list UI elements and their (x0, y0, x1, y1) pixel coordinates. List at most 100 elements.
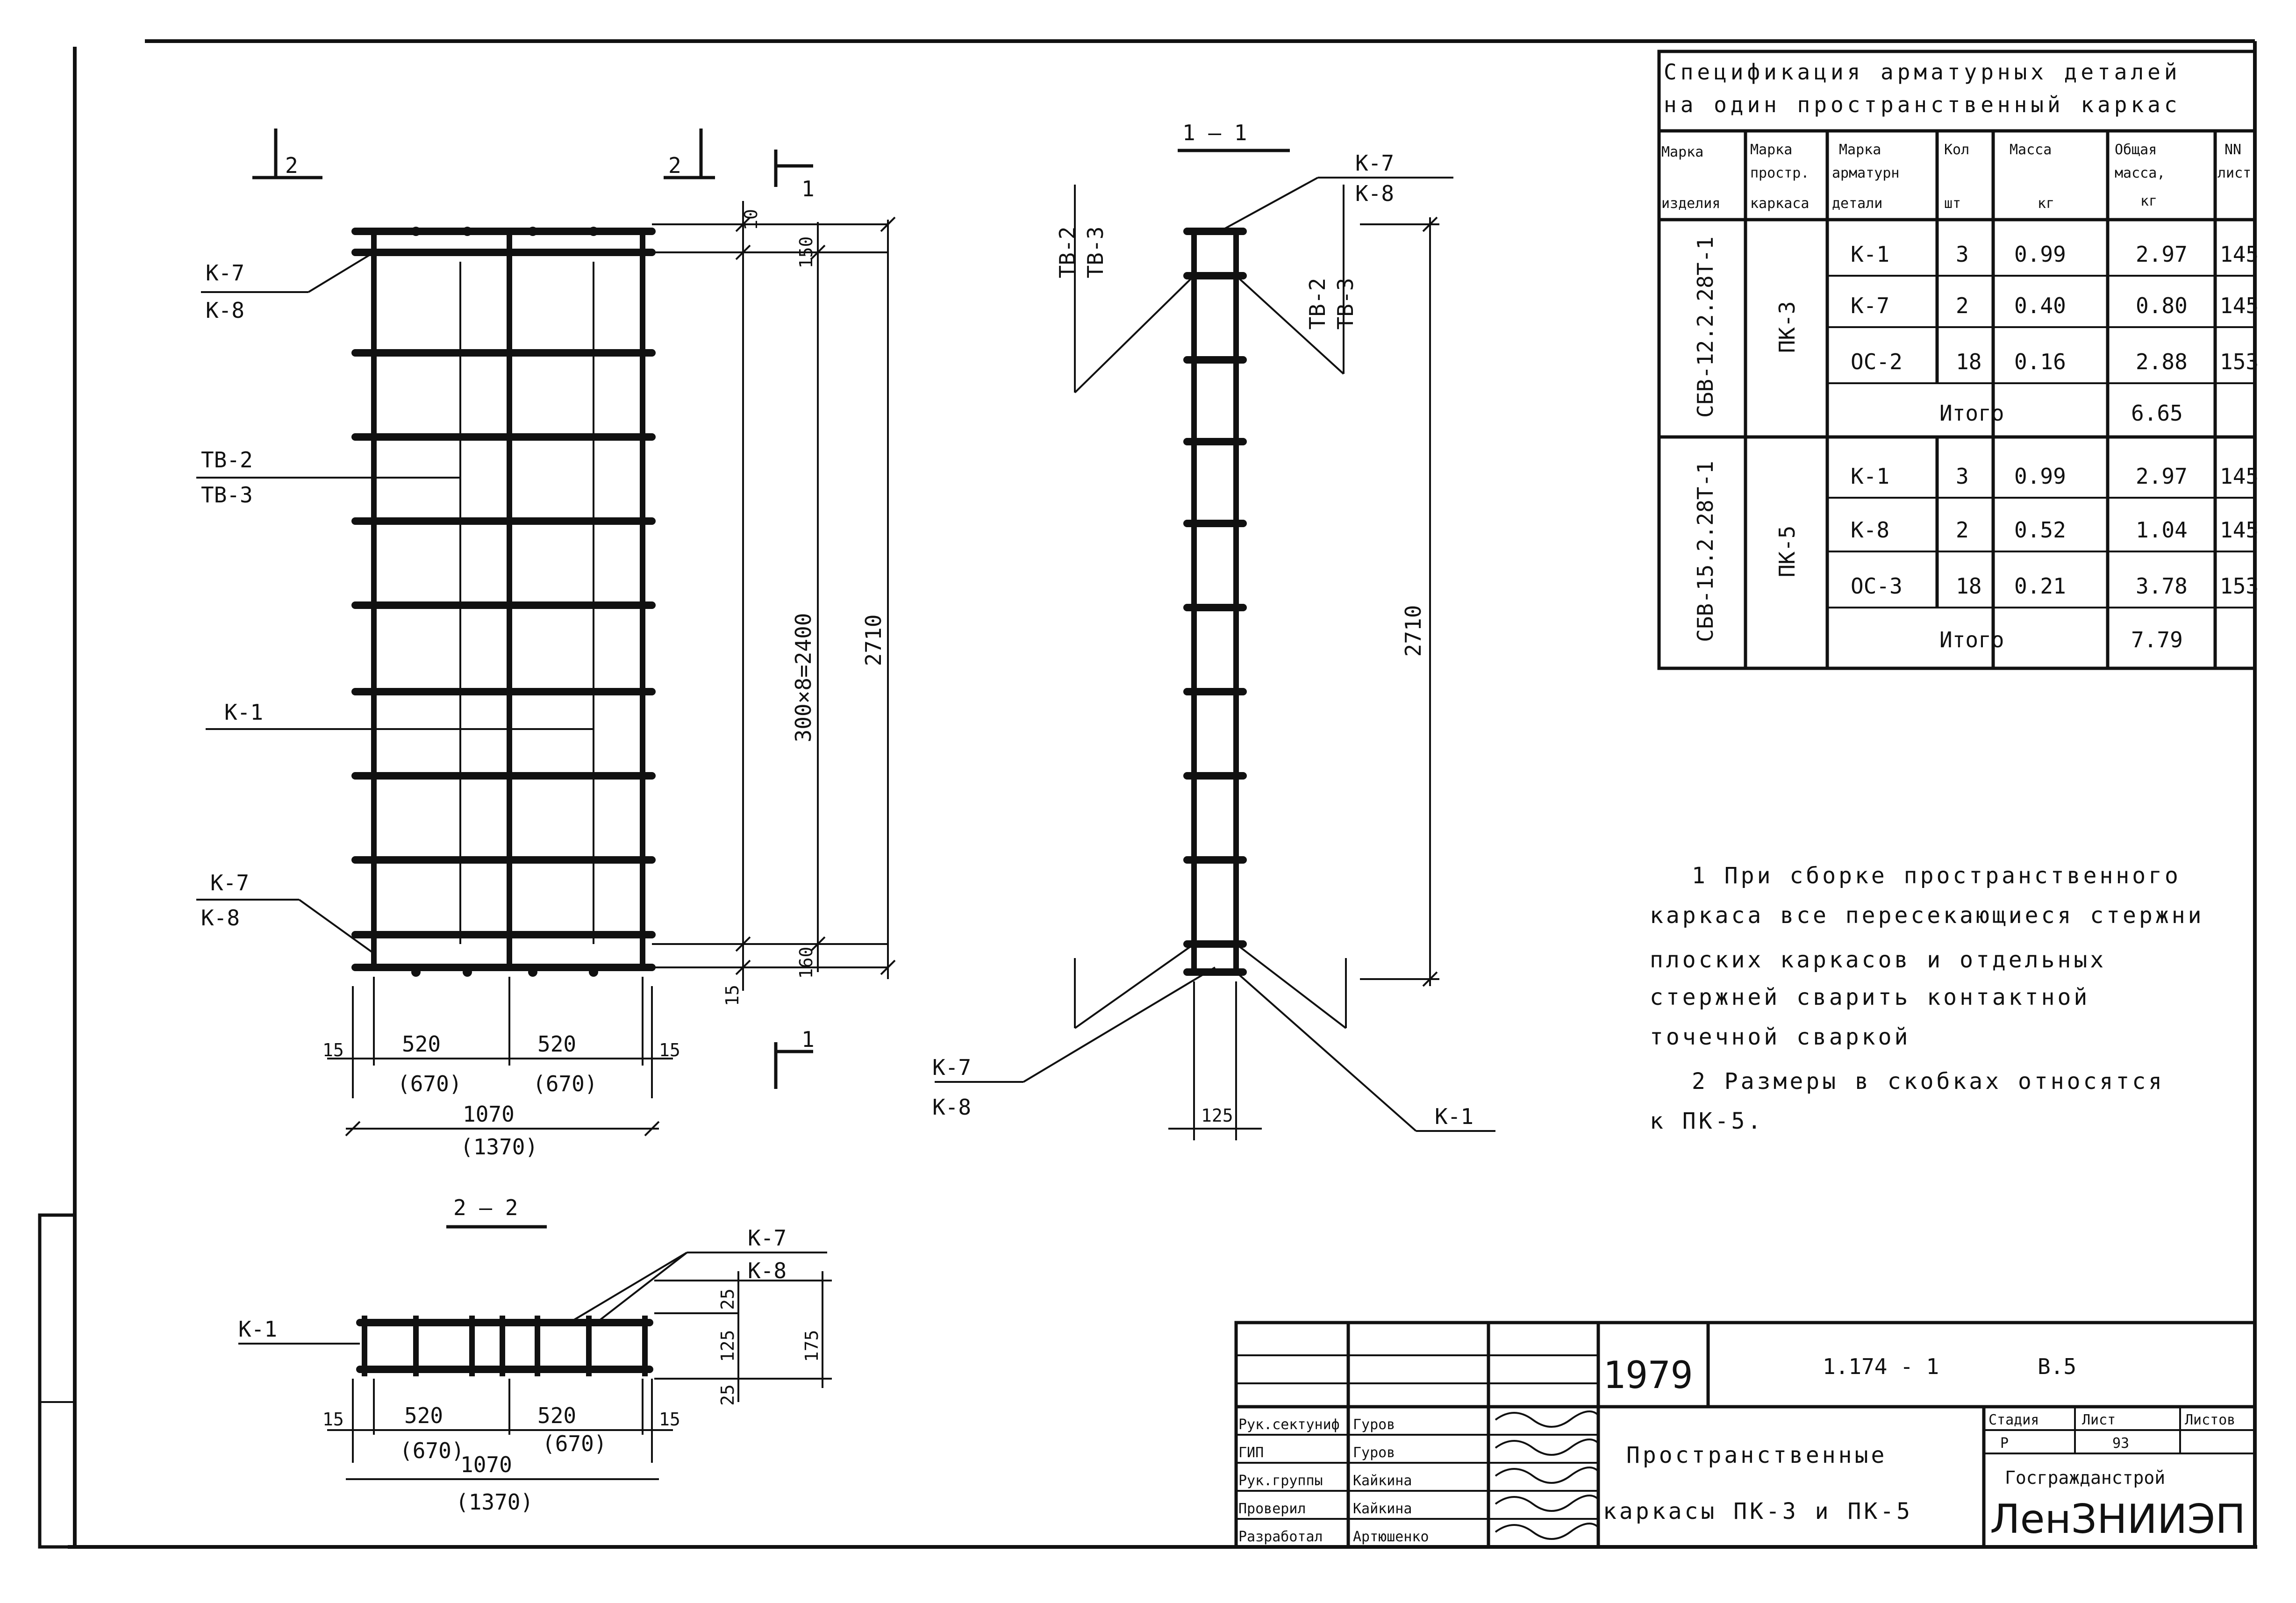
department: Госгражданстрой (2005, 1467, 2165, 1488)
dim-1370-s22: (1370) (456, 1489, 533, 1515)
label-k7-sec: К-7 (1355, 150, 1394, 176)
dim-520-left: 520 (402, 1031, 441, 1057)
spec-group2-total-0: 2.97 (2136, 464, 2188, 489)
section-2-2: 2 — 2 К-7 К-8 К-1 25 125 25 175 15 520 (… (238, 1195, 832, 1515)
spec-group1-qty-2: 18 (1956, 349, 1981, 374)
rod-dot-bottom-0 (411, 967, 421, 977)
spec-group2-qty-0: 3 (1956, 464, 1969, 489)
label-k1-sec: К-1 (1435, 1104, 1473, 1129)
main-elevation: 2 2 1 1 К-7 К-8 ТВ-2 ТВ-3 К-1 К-7 К-8 (196, 129, 896, 1159)
dim-160: 160 (796, 947, 816, 979)
header-sheet: NN (2224, 142, 2241, 158)
label-k7-bottom: К-7 (210, 870, 249, 895)
label-k1: К-1 (224, 700, 263, 725)
drawing-issue: В.5 (2038, 1354, 2076, 1379)
note-1-line4: стержней сварить контактной (1650, 984, 2090, 1010)
notes: 1 При сборке пространственного каркаса в… (1650, 863, 2204, 1134)
header-mass-2: кг (2038, 195, 2054, 212)
dim-15-left: 15 (322, 1040, 344, 1060)
label-k8-sec: К-8 (1355, 181, 1394, 206)
dim-1370: (1370) (460, 1134, 538, 1159)
product-2: СБВ-15.2.28Т-1 (1693, 461, 1718, 642)
spec-group1-mark-1: К-7 (1851, 293, 1889, 318)
dim-15-s22-right: 15 (659, 1409, 680, 1430)
dim-2400: 300×8=2400 (791, 613, 816, 743)
name-1: Гуров (1353, 1445, 1395, 1461)
note-2-line1: 2 Размеры в скобках относятся (1692, 1068, 2165, 1095)
note-1-line1: 1 При сборке пространственного (1692, 863, 2181, 889)
dim-520-s22-right: 520 (537, 1403, 576, 1428)
section-mark-2-left: 2 (285, 153, 298, 178)
year: 1979 (1603, 1353, 1693, 1397)
spec-group2-total-2: 3.78 (2136, 573, 2188, 599)
spec-group1-mass-1: 0.40 (2014, 293, 2066, 318)
label-tb2-right: ТВ-2 (1305, 278, 1330, 330)
spec-group1-sheet-0: 145 (2220, 242, 2259, 267)
spec-group2-sheet-2: 153 (2220, 573, 2259, 599)
spec-group1-mark-2: ОС-2 (1851, 349, 1903, 374)
dim-15-vertical: 15 (722, 985, 743, 1006)
spec-group2-sheet-1: 145 (2220, 517, 2259, 543)
title-line1: Пространственные (1626, 1442, 1887, 1468)
note-1-line2: каркаса все пересекающиеся стержни (1650, 902, 2204, 929)
spec-group2-qty-2: 18 (1956, 573, 1981, 599)
drawing-code: 1.174 - 1 (1823, 1354, 1939, 1379)
rod-dot-bottom-1 (463, 967, 472, 977)
role-3: Проверил (1238, 1501, 1306, 1517)
header-total: Общая (2115, 142, 2157, 158)
product-1: СБВ-12.2.28Т-1 (1693, 236, 1718, 418)
dim-670-left: (670) (397, 1071, 462, 1096)
dim-670-right: (670) (533, 1071, 597, 1096)
sheet-header: Лист (2082, 1412, 2116, 1428)
sheets-header: Листов (2185, 1412, 2235, 1428)
name-3: Кайкина (1353, 1501, 1412, 1517)
dim-1070-s22: 1070 (460, 1452, 512, 1477)
header-frame: Марка (1750, 142, 1792, 158)
spec-group2-mass-0: 0.99 (2014, 464, 2066, 489)
dim-125-s22: 125 (717, 1330, 738, 1362)
header-mass: Масса (2010, 142, 2052, 158)
section-mark-1-top: 1 (801, 176, 815, 201)
rod-dot-top-0 (411, 227, 421, 236)
frame-1: ПК-3 (1774, 301, 1800, 353)
spec-group2-mark-0: К-1 (1851, 464, 1889, 489)
total-value-1: 6.65 (2131, 401, 2183, 426)
dim-175: 175 (801, 1330, 822, 1362)
dim-25-top: 25 (717, 1288, 738, 1310)
label-k8-s22: К-8 (748, 1258, 787, 1283)
total-value-2: 7.79 (2131, 627, 2183, 652)
dim-1070: 1070 (463, 1102, 515, 1127)
spec-group1-total-1: 0.80 (2136, 293, 2188, 318)
label-k7-top: К-7 (206, 260, 244, 286)
spec-group1-total-0: 2.97 (2136, 242, 2188, 267)
dim-15-s22-left: 15 (322, 1409, 344, 1430)
spec-group1-qty-1: 2 (1956, 293, 1969, 318)
header-total-3: кг (2140, 193, 2157, 209)
specification-table: Спецификация арматурных деталей на один … (1657, 50, 2259, 670)
role-2: Рук.группы (1238, 1473, 1323, 1489)
spec-group1-qty-0: 3 (1956, 242, 1969, 267)
name-4: Артюшенко (1353, 1529, 1429, 1545)
spec-title-line2: на один пространственный каркас (1664, 92, 2181, 117)
header-qty: Кол (1944, 142, 1969, 158)
spec-group2-sheet-0: 145 (2220, 464, 2259, 489)
signature-4 (1495, 1523, 1599, 1540)
name-2: Кайкина (1353, 1473, 1412, 1489)
role-0: Рук.сектуниф (1238, 1417, 1340, 1433)
spec-group2-qty-1: 2 (1956, 517, 1969, 543)
header-qty-2: шт (1944, 195, 1961, 212)
rod-dot-top-2 (528, 227, 537, 236)
role-4: Разработал (1238, 1529, 1323, 1545)
spec-group2-mass-1: 0.52 (2014, 517, 2066, 543)
header-frame-2: простр. (1750, 165, 1809, 181)
name-0: Гуров (1353, 1417, 1395, 1433)
spec-group1-mass-0: 0.99 (2014, 242, 2066, 267)
dim-25-bottom: 25 (717, 1384, 738, 1406)
header-total-2: масса, (2115, 165, 2165, 181)
header-part-2: арматурн (1832, 165, 1900, 181)
label-k7-sec-bottom: К-7 (932, 1055, 971, 1080)
spec-group2-mark-2: ОС-3 (1851, 573, 1903, 599)
header-frame-3: каркаса (1750, 195, 1809, 212)
